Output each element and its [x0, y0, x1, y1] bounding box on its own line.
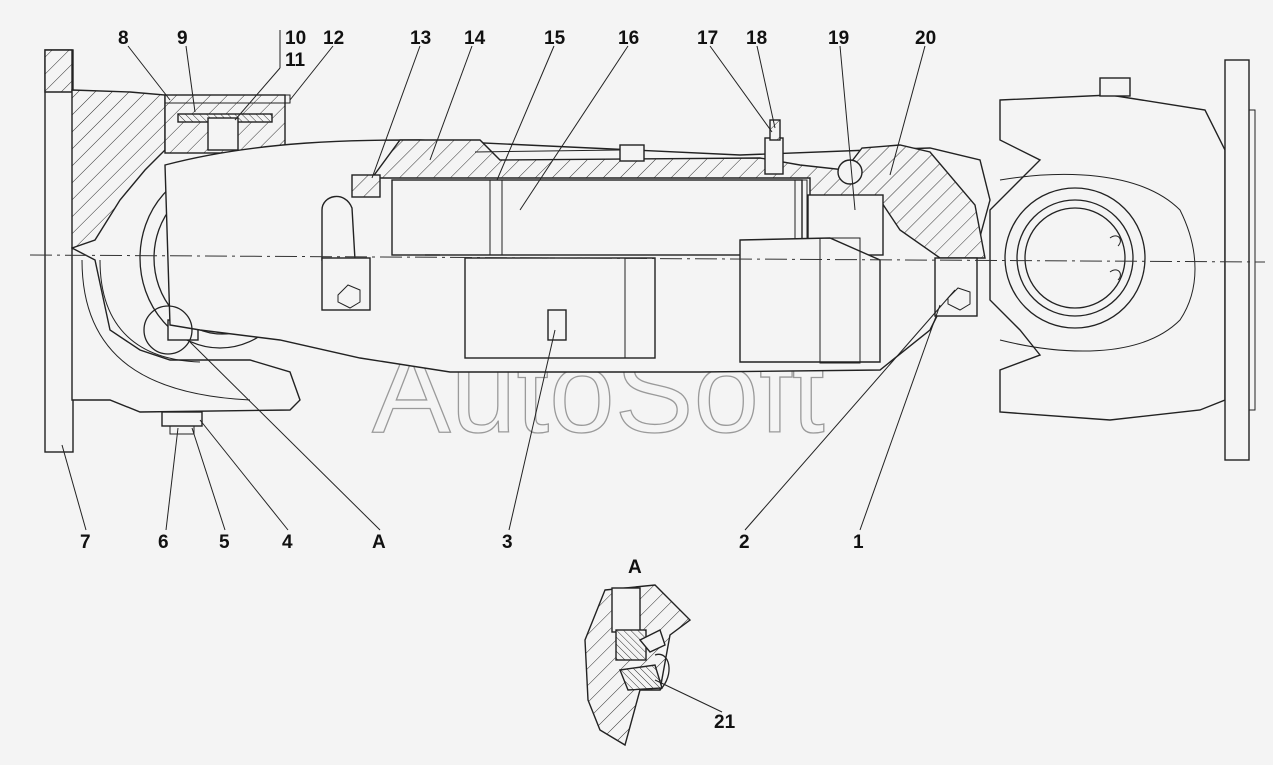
- callout-9: 9: [177, 28, 188, 49]
- callout-14: 14: [464, 28, 486, 49]
- callout-1: 1: [853, 532, 864, 553]
- balance-plate: [547, 309, 567, 341]
- callout-5: 5: [219, 532, 230, 553]
- callout-3: 3: [502, 532, 513, 553]
- callout-19: 19: [828, 28, 849, 49]
- callout-4: 4: [282, 532, 293, 553]
- callout-8: 8: [118, 28, 129, 49]
- left-flange-yoke: [44, 49, 301, 453]
- callout-13: 13: [410, 28, 431, 49]
- axis-centerline: [29, 254, 1266, 263]
- left-yoke-section: [71, 89, 166, 249]
- callout-7: 7: [80, 532, 91, 553]
- callout-2: 2: [739, 532, 750, 553]
- callout-11: 11: [285, 50, 306, 71]
- detail-a-marker: [143, 305, 193, 355]
- callout-labels: 8 9 10 11 12 13 14 15 16 17 18 19 20 7 6…: [80, 28, 936, 733]
- detail-a-title: A: [628, 557, 642, 578]
- left-flange: [44, 49, 74, 453]
- leader-lines: [61, 30, 956, 713]
- grease-bolt: [161, 411, 203, 427]
- right-flange: [1224, 59, 1250, 461]
- callout-12: 12: [323, 28, 344, 49]
- callout-20: 20: [915, 28, 936, 49]
- right-yoke-flange: [989, 59, 1256, 461]
- shaft-tube: [164, 119, 991, 373]
- spline-shaft: [391, 179, 803, 256]
- detail-a-view: [584, 584, 692, 747]
- callout-17: 17: [697, 28, 718, 49]
- seal-cross-section: [615, 629, 647, 661]
- top-grease-nipple: [769, 119, 781, 141]
- callout-a: A: [372, 532, 386, 553]
- callout-10: 10: [285, 28, 306, 49]
- callout-18: 18: [746, 28, 767, 49]
- seal-ring: [351, 174, 381, 198]
- left-flange-section: [44, 49, 73, 93]
- callout-6: 6: [158, 532, 169, 553]
- callout-21: 21: [714, 712, 736, 733]
- callout-16: 16: [618, 28, 639, 49]
- left-yoke-lower: [71, 246, 301, 413]
- callout-15: 15: [544, 28, 566, 49]
